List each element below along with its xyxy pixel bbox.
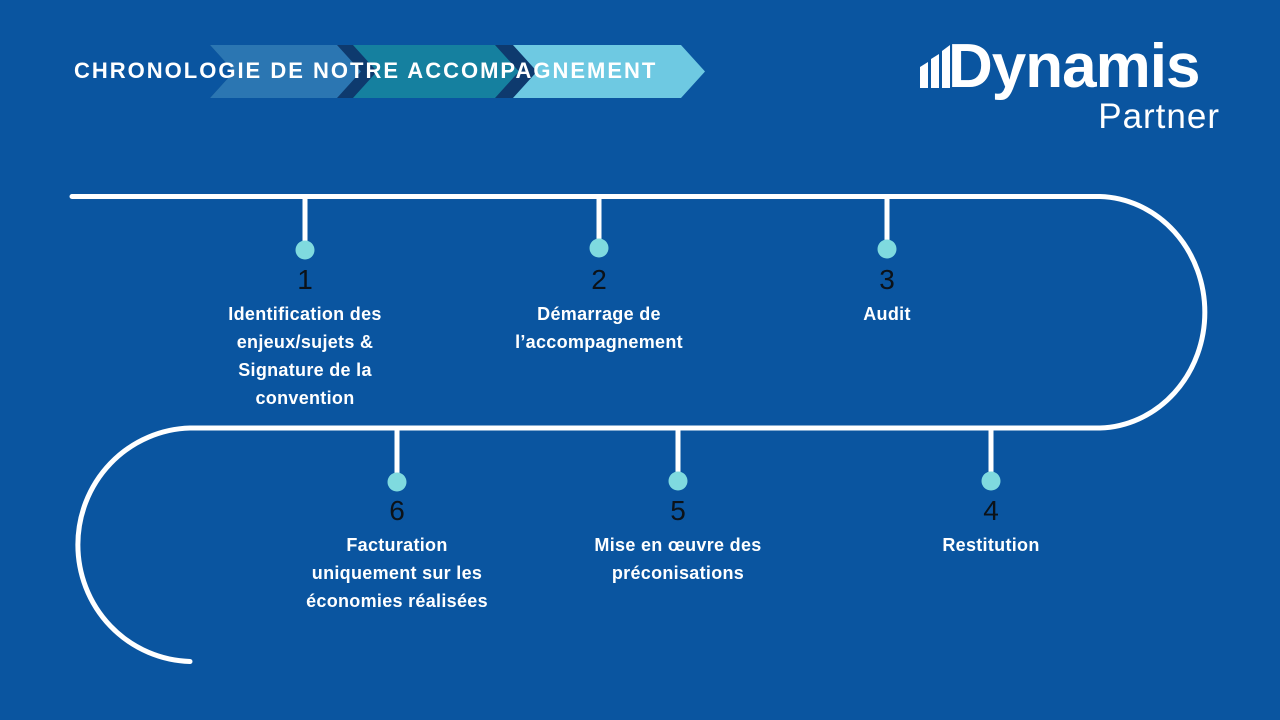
milestone-dots: [295, 238, 1001, 492]
dot-6: [387, 472, 407, 492]
milestone-label: Démarrage de l’accompagnement: [515, 304, 683, 352]
milestone-1: 1 Identification des enjeux/sujets & Sig…: [185, 262, 425, 412]
milestone-label: Restitution: [942, 535, 1040, 555]
milestone-number: 5: [670, 495, 686, 526]
milestone-number: 2: [591, 264, 607, 295]
chevron-teal: [353, 45, 519, 98]
milestone-6: 6 Facturation uniquement sur les économi…: [277, 493, 517, 615]
bar-chart-icon: [920, 45, 950, 88]
page-title: CHRONOLOGIE DE NOTRE ACCOMPAGNEMENT: [74, 58, 658, 83]
milestone-label: Facturation uniquement sur les économies…: [306, 535, 488, 611]
dot-3: [877, 239, 897, 259]
dot-5: [668, 471, 688, 491]
dot-4: [981, 471, 1001, 491]
logo-name: Dynamis: [948, 32, 1200, 101]
dot-1: [295, 240, 315, 260]
milestone-5: 5 Mise en œuvre des préconisations: [558, 493, 798, 587]
milestone-4: 4 Restitution: [871, 493, 1111, 559]
milestone-number: 1: [297, 264, 313, 295]
milestone-label: Identification des enjeux/sujets & Signa…: [228, 304, 382, 408]
milestone-number: 4: [983, 495, 999, 526]
dot-2: [589, 238, 609, 258]
timeline-path: [69, 194, 1208, 664]
title-chevron-banner: [210, 45, 705, 98]
milestone-number: 6: [389, 495, 405, 526]
chevron-light: [513, 45, 705, 98]
milestone-2: 2 Démarrage de l’accompagnement: [479, 262, 719, 356]
logo-subtitle: Partner: [1098, 97, 1220, 136]
chevron-blue: [210, 45, 361, 98]
milestone-label: Mise en œuvre des préconisations: [594, 535, 762, 583]
milestone-number: 3: [879, 264, 895, 295]
milestone-3: 3 Audit: [767, 262, 1007, 328]
milestone-label: Audit: [863, 304, 911, 324]
